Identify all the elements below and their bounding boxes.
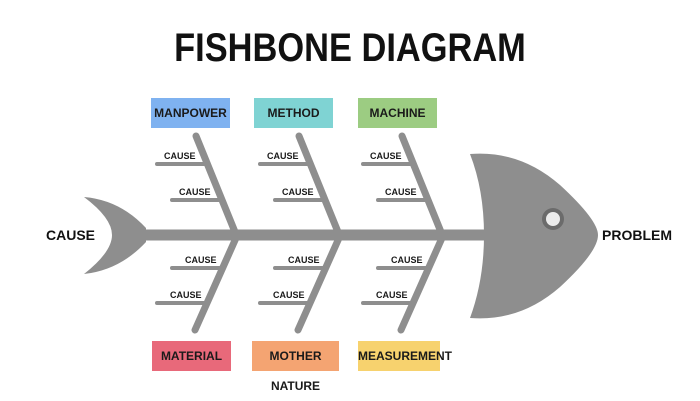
problem-label: PROBLEM bbox=[602, 227, 672, 243]
cause-machine-1: CAUSE bbox=[370, 151, 402, 161]
bone-machine bbox=[398, 132, 445, 236]
cause-machine-2: CAUSE bbox=[385, 187, 417, 197]
cause-method-2: CAUSE bbox=[282, 187, 314, 197]
cause-measurement-1: CAUSE bbox=[391, 255, 423, 265]
cause-label: CAUSE bbox=[46, 227, 96, 243]
diagram-title: FISHBONE DIAGRAM bbox=[174, 26, 526, 70]
bone-manpower bbox=[192, 132, 239, 236]
cause-material-2: CAUSE bbox=[170, 290, 202, 300]
cause-material-1: CAUSE bbox=[185, 255, 217, 265]
category-mother-nature: MOTHER NATURE bbox=[252, 341, 339, 393]
category-measurement: MEASUREMENT bbox=[358, 341, 452, 371]
cause-method-1: CAUSE bbox=[267, 151, 299, 161]
category-manpower: MANPOWER bbox=[151, 98, 230, 128]
bone-method bbox=[295, 132, 342, 236]
cause-measurement-2: CAUSE bbox=[376, 290, 408, 300]
cause-manpower-2: CAUSE bbox=[179, 187, 211, 197]
cause-mother-nature-1: CAUSE bbox=[288, 255, 320, 265]
bone-mother-nature bbox=[294, 234, 343, 334]
bone-material bbox=[191, 234, 240, 334]
bone-measurement bbox=[397, 234, 446, 334]
cause-manpower-1: CAUSE bbox=[164, 151, 196, 161]
fish-tail-icon bbox=[84, 197, 146, 274]
fish-head-icon bbox=[470, 153, 598, 319]
category-machine: MACHINE bbox=[358, 98, 437, 128]
cause-mother-nature-2: CAUSE bbox=[273, 290, 305, 300]
category-method: METHOD bbox=[254, 98, 333, 128]
category-material: MATERIAL bbox=[152, 341, 231, 371]
